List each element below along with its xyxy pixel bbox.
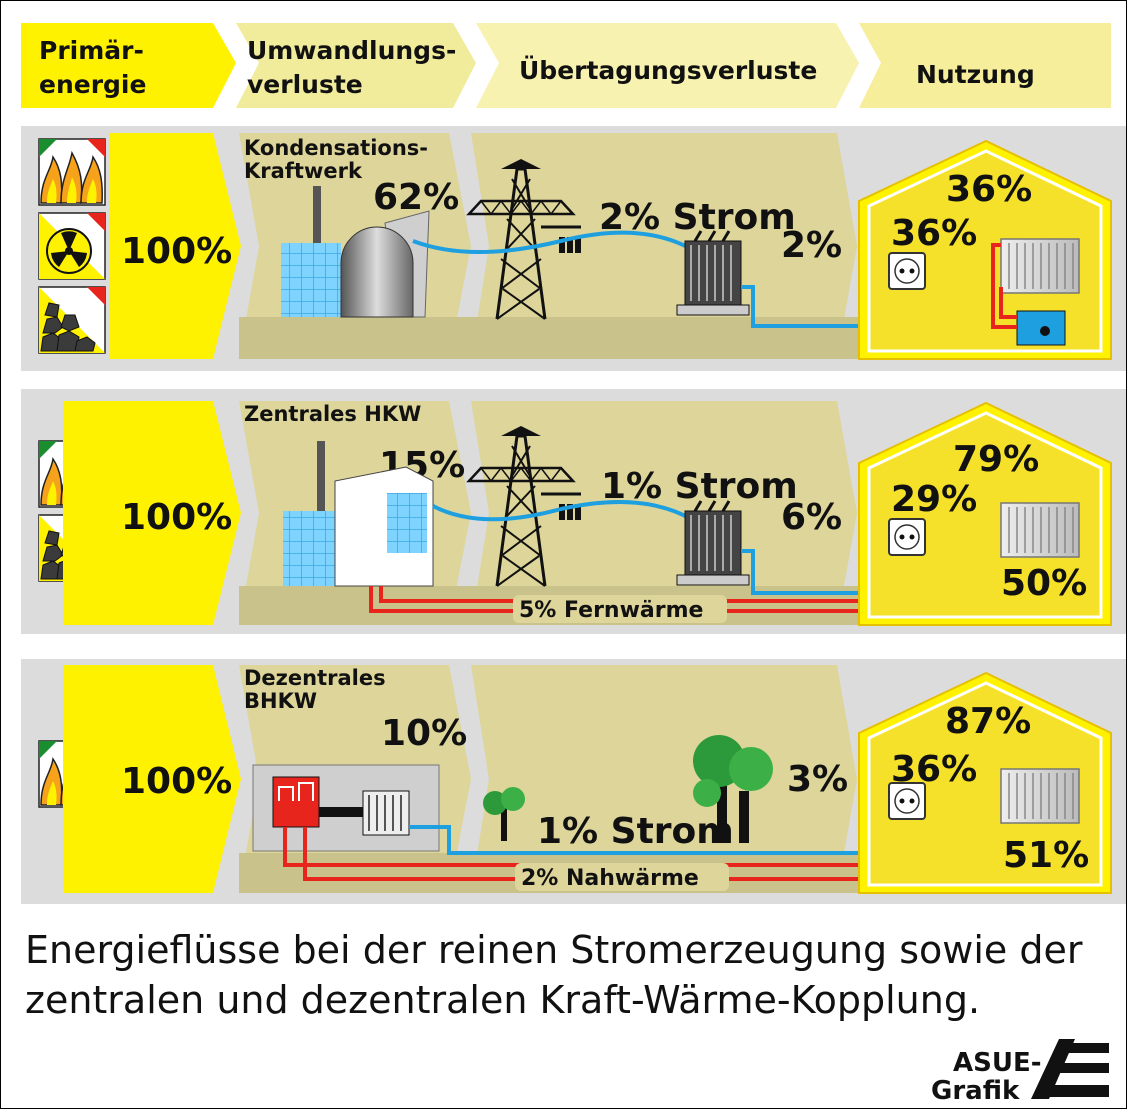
row2-transmission-label: 1% Strom: [601, 466, 798, 507]
row1-use-power: 36%: [891, 213, 977, 254]
transformer-icon: [675, 499, 751, 587]
reactor-dome-icon: [340, 226, 414, 318]
turbine-hall-icon: [283, 511, 335, 586]
row1-transmission-label: 2% Strom: [599, 197, 796, 238]
row2-use-power: 29%: [891, 479, 977, 520]
chimney-icon: [317, 441, 325, 511]
engine-icon: [272, 776, 320, 828]
header-conversion-line1: Umwandlungs-: [247, 36, 456, 65]
row1-plant-line2: Kraftwerk: [244, 159, 363, 183]
header-transmission: Übertagungsverluste: [519, 55, 817, 85]
chimney-icon: [313, 186, 321, 256]
row3-house: 87% 36% 51%: [858, 671, 1112, 894]
caption-line2: zentralen und dezentralen Kraft-Wärme-Ko…: [25, 978, 980, 1022]
header-primary-line1: Primär-: [39, 36, 144, 65]
row-decentral-chp: 100% Dezentrales BHKW 10% 2% Nahwärme 1%…: [21, 659, 1126, 904]
row-condensing-plant: 100% Kondensations- Kraftwerk 62% 2% Str…: [21, 126, 1126, 371]
radiator-icon: [1000, 502, 1080, 558]
row3-transmission-label: 1% Strom: [537, 811, 734, 852]
row3-local-heat-label: 2% Nahwärme: [521, 866, 699, 891]
row2-primary-percent: 100%: [121, 497, 232, 538]
header-row: Primär- energie Umwandlungs- verluste Üb…: [21, 23, 1111, 108]
row2-heat-network-label: 5% Fernwärme: [519, 598, 703, 623]
row1-use-total: 36%: [946, 169, 1032, 210]
socket-icon: [888, 518, 926, 556]
row1-transformer-loss: 2%: [781, 225, 842, 266]
row2-use-heat: 50%: [1001, 563, 1087, 604]
row2-use-total: 79%: [953, 439, 1039, 480]
radiator-icon: [1000, 768, 1080, 824]
row1-house: 36% 36%: [858, 139, 1112, 360]
row3-plant-line1: Dezentrales: [244, 666, 386, 690]
row3-primary-percent: 100%: [121, 761, 232, 802]
radiator-icon: [1000, 238, 1080, 294]
row-central-chp: 100% Zentrales HKW 15% 1% Strom 6% 5% Fe…: [21, 389, 1126, 634]
socket-icon: [888, 782, 926, 820]
header-use: Nutzung: [916, 60, 1035, 89]
logo-line2: Grafik: [931, 1076, 1020, 1106]
gas-fuel-icon: [38, 138, 106, 206]
coal-fuel-icon: [38, 286, 106, 354]
row3-use-total: 87%: [945, 701, 1031, 742]
header-conversion-line2: verluste: [247, 70, 363, 99]
row2-transformer-loss: 6%: [781, 497, 842, 538]
row2-plant-line1: Zentrales HKW: [244, 402, 421, 426]
header-primary-line2: energie: [39, 70, 146, 99]
row3-transformer-loss: 3%: [787, 759, 848, 800]
turbine-hall-icon: [281, 243, 341, 317]
nuclear-fuel-icon: [38, 212, 106, 280]
row1-primary-percent: 100%: [121, 231, 232, 272]
row3-conversion-loss: 10%: [381, 713, 467, 754]
row2-house: 79% 29% 50%: [858, 401, 1112, 626]
row1-conversion-loss: 62%: [373, 177, 459, 218]
logo-line1: ASUE-: [953, 1048, 1042, 1078]
row1-plant-line1: Kondensations-: [244, 136, 428, 160]
asue-logo: ASUE- Grafik: [931, 1039, 1109, 1106]
transformer-icon: [675, 229, 751, 317]
tree-icon: [483, 735, 773, 843]
row3-use-heat: 51%: [1003, 835, 1089, 876]
caption-line1: Energieflüsse bei der reinen Stromerzeug…: [25, 928, 1083, 972]
row3-plant-line2: BHKW: [244, 689, 317, 713]
socket-icon: [888, 252, 926, 290]
